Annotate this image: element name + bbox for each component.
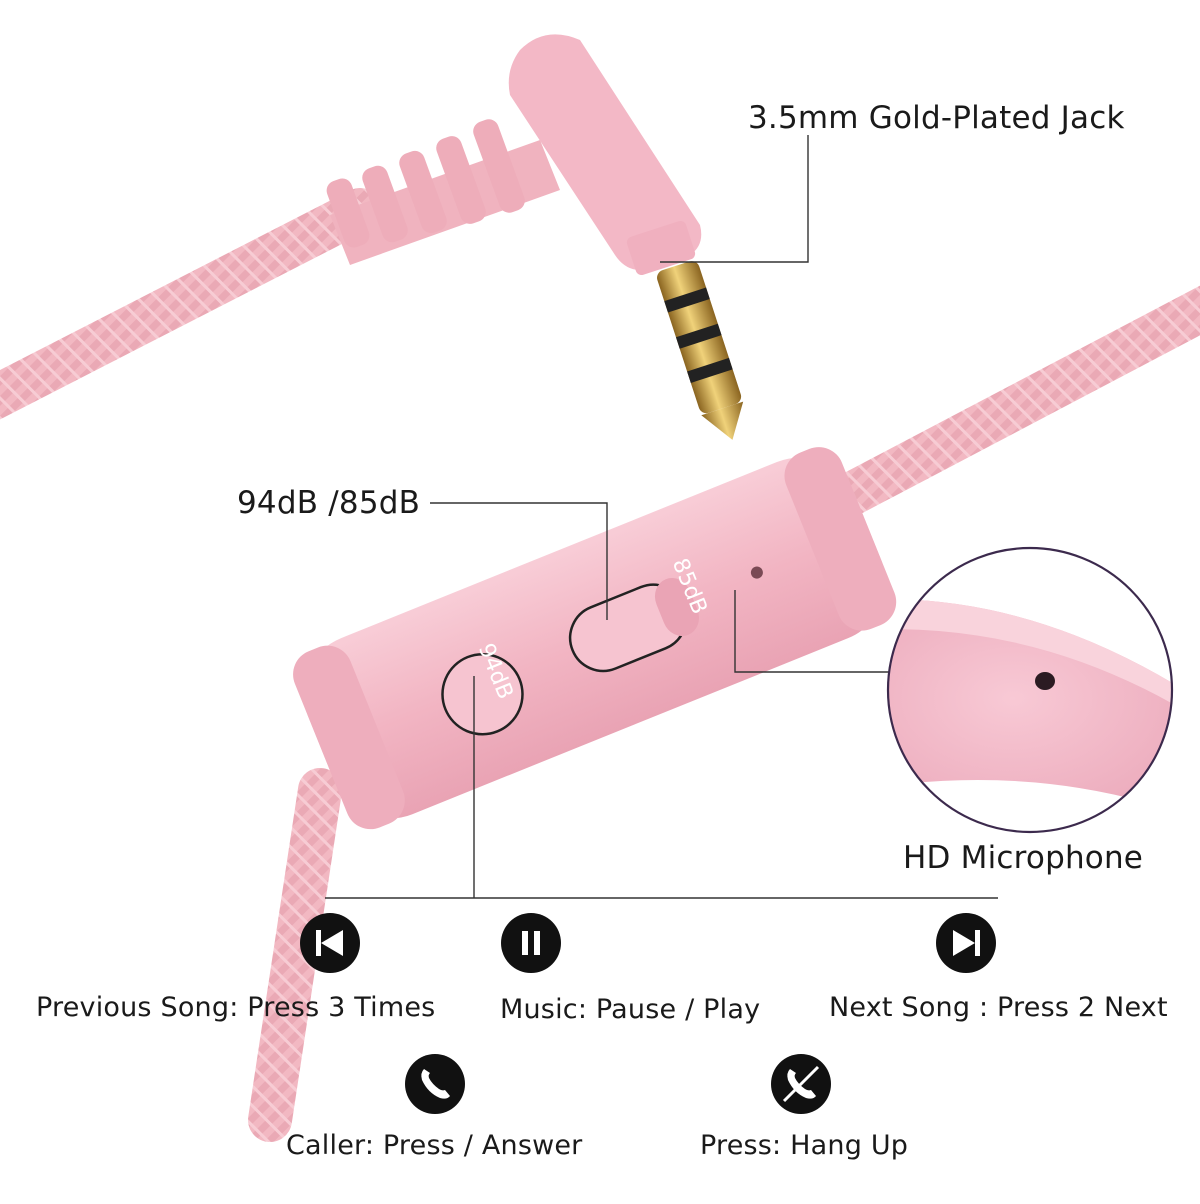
upper-cable xyxy=(0,188,382,420)
microphone-zoom xyxy=(888,548,1172,832)
next-song-label: Next Song : Press 2 Next xyxy=(829,992,1168,1023)
next-track-icon xyxy=(935,912,997,974)
pause-icon xyxy=(500,912,562,974)
phone-answer-icon xyxy=(404,1053,466,1115)
gold-plug xyxy=(657,261,744,440)
pause-play-label: Music: Pause / Play xyxy=(500,994,761,1025)
sensitivity-callout-line xyxy=(430,502,608,620)
hang-up-label: Press: Hang Up xyxy=(700,1130,909,1161)
right-cable xyxy=(818,285,1200,522)
previous-track-icon xyxy=(299,912,361,974)
answer-call-label: Caller: Press / Answer xyxy=(286,1130,583,1161)
mic-callout-line xyxy=(734,590,890,673)
lower-cable xyxy=(248,768,342,1142)
jack-callout-line xyxy=(660,135,809,263)
microphone-callout: HD Microphone xyxy=(903,840,1144,876)
phone-hangup-icon xyxy=(770,1053,832,1115)
previous-song-label: Previous Song: Press 3 Times xyxy=(36,992,436,1023)
jack-callout: 3.5mm Gold-Plated Jack xyxy=(748,100,1125,136)
strain-relief xyxy=(326,119,560,265)
remote-body xyxy=(293,447,897,830)
sensitivity-callout: 94dB /85dB xyxy=(237,485,421,521)
zoom-ring xyxy=(886,546,1174,834)
